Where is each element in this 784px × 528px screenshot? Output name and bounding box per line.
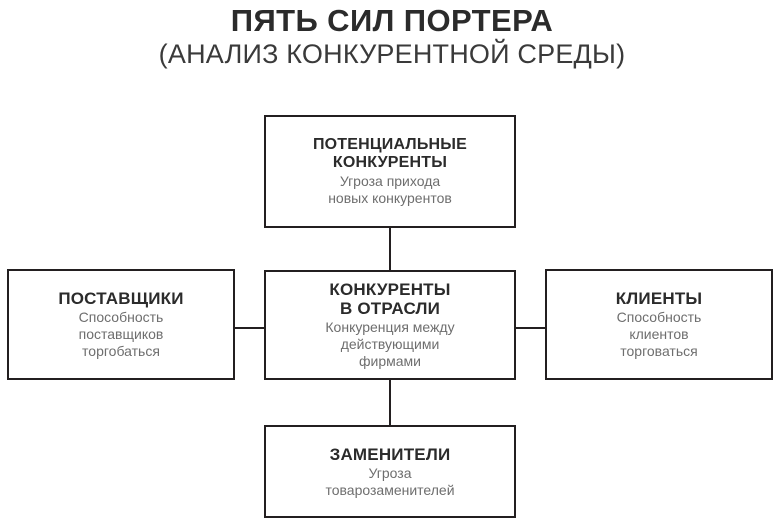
- connector-suppliers-to-rivalry: [234, 327, 265, 329]
- node-substitutes[interactable]: ЗАМЕНИТЕЛИ Угроза товарозаменителей: [264, 425, 516, 518]
- node-suppliers-title: ПОСТАВЩИКИ: [58, 289, 184, 309]
- node-substitutes-title: ЗАМЕНИТЕЛИ: [329, 444, 451, 464]
- node-industry-rivalry-title: КОНКУРЕНТЫ В ОТРАСЛИ: [329, 280, 451, 319]
- node-suppliers-description: Способность поставщиков торгобаться: [78, 309, 164, 359]
- connector-entrants-to-rivalry: [389, 227, 391, 271]
- node-customers-description: Способность клиентов торговаться: [616, 309, 702, 359]
- node-potential-entrants[interactable]: ПОТЕНЦИАЛЬНЫЕ КОНКУРЕНТЫ Угроза прихода …: [264, 115, 516, 228]
- connector-rivalry-to-substitutes: [389, 379, 391, 426]
- node-industry-rivalry-description: Конкуренция между действующими фирмами: [325, 319, 455, 369]
- node-potential-entrants-description: Угроза прихода новых конкурентов: [328, 173, 452, 206]
- node-customers-title: КЛИЕНТЫ: [615, 289, 703, 309]
- header: ПЯТЬ СИЛ ПОРТЕРА (АНАЛИЗ КОНКУРЕНТНОЙ СР…: [0, 4, 784, 70]
- node-customers[interactable]: КЛИЕНТЫ Способность клиентов торговаться: [545, 269, 773, 380]
- node-industry-rivalry[interactable]: КОНКУРЕНТЫ В ОТРАСЛИ Конкуренция между д…: [264, 270, 516, 380]
- connector-rivalry-to-customers: [515, 327, 546, 329]
- node-potential-entrants-title: ПОТЕНЦИАЛЬНЫЕ КОНКУРЕНТЫ: [312, 136, 468, 172]
- node-suppliers[interactable]: ПОСТАВЩИКИ Способность поставщиков торго…: [7, 269, 235, 380]
- page-title: ПЯТЬ СИЛ ПОРТЕРА: [230, 3, 554, 38]
- node-substitutes-description: Угроза товарозаменителей: [325, 464, 455, 498]
- page-subtitle: (АНАЛИЗ КОНКУРЕНТНОЙ СРЕДЫ): [158, 39, 626, 70]
